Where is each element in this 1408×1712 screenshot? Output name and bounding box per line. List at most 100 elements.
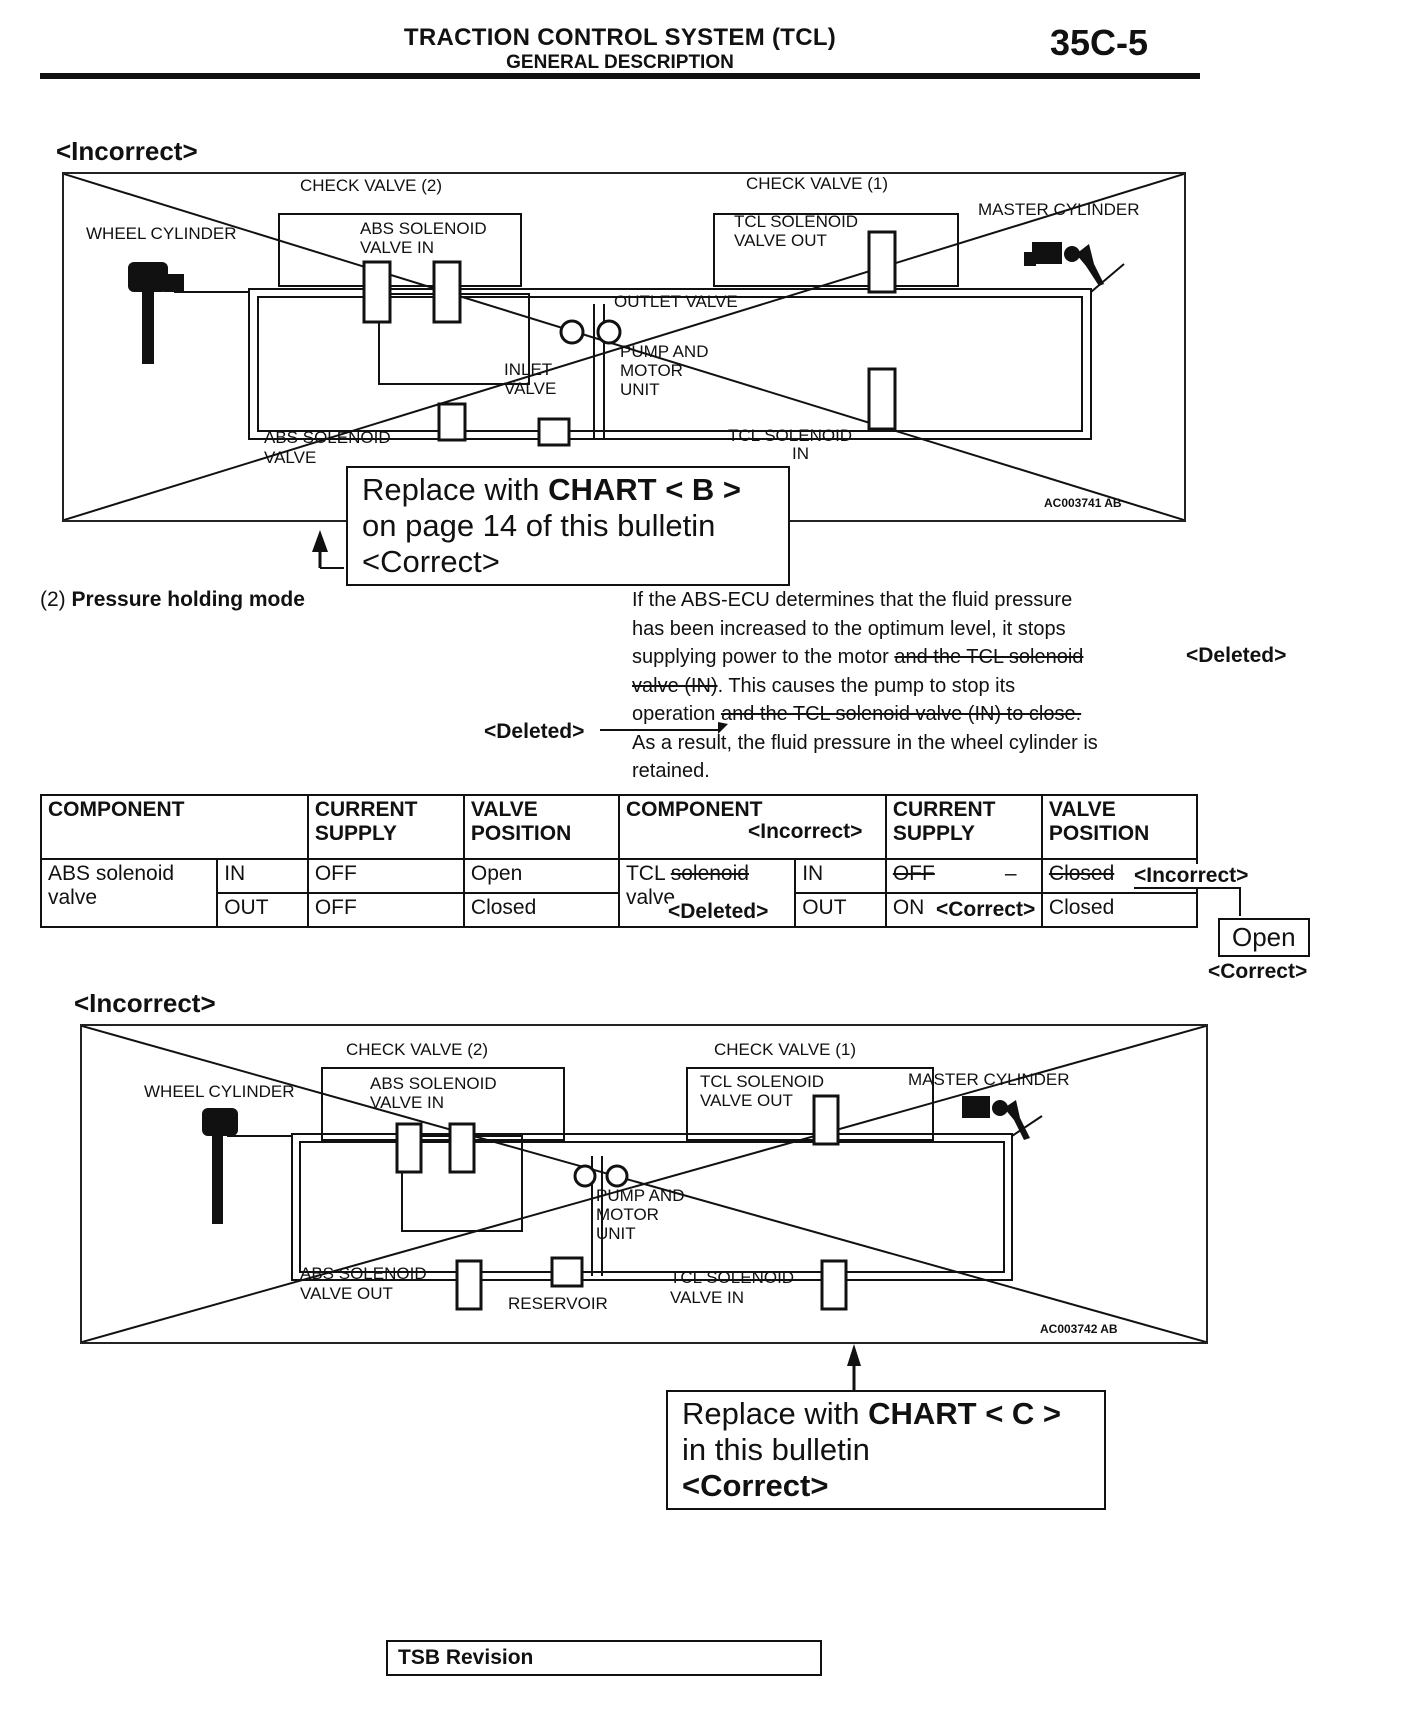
note-deleted: <Deleted> (668, 900, 769, 924)
label2-tcl-solenoid-out-1: TCL SOLENOID (700, 1072, 825, 1091)
note-incorrect-closed: <Incorrect> (1134, 864, 1249, 888)
hydraulic-diagram-1: CHECK VALVE (2) CHECK VALVE (1) WHEEL CY… (62, 172, 1186, 522)
hydraulic-diagram-2: CHECK VALVE (2) CHECK VALVE (1) WHEEL CY… (80, 1024, 1208, 1344)
para-line-5a: operation (632, 703, 721, 725)
label2-master-cylinder: MASTER CYLINDER (908, 1070, 1070, 1089)
label2-check-valve-1: CHECK VALVE (1) (714, 1040, 857, 1059)
callout-c-line2: in this bulletin (682, 1432, 870, 1467)
label2-abs-out-2: VALVE OUT (300, 1284, 393, 1303)
callout-c-prefix: Replace with (682, 1396, 869, 1431)
label2-pump-1: PUMP AND (596, 1186, 685, 1205)
label2-tcl-in-1: TCL SOLENOID (670, 1268, 795, 1287)
label-check-valve-1: CHECK VALVE (1) (746, 174, 889, 193)
callout-b-chart: CHART < B > (548, 472, 742, 507)
para-line-2: has been increased to the optimum level,… (632, 617, 1066, 640)
diagram-code-2: AC003742 AB (1040, 1322, 1118, 1336)
label2-pump-2: MOTOR (596, 1205, 659, 1224)
label-tcl-solenoid-out-2: VALVE OUT (734, 231, 827, 250)
abs-out-supply: OFF (306, 892, 465, 928)
label2-abs-solenoid-in-2: VALVE IN (370, 1093, 445, 1112)
label-abs-out-2: VALVE (264, 448, 317, 467)
page-number: 35C-5 (1050, 22, 1149, 63)
tcl-in-label: IN (794, 858, 887, 894)
label2-abs-solenoid-in-1: ABS SOLENOID (370, 1074, 497, 1093)
label-pump-2: MOTOR (620, 361, 683, 380)
note-incorrect-component: <Incorrect> (748, 820, 863, 844)
header-component-left: COMPONENT (40, 794, 309, 860)
tcl-in-supply: OFF– (884, 858, 1043, 894)
para-line-3a: supplying power to the motor (632, 646, 895, 668)
label-pump-3: UNIT (620, 380, 660, 399)
label-pump-1: PUMP AND (620, 342, 709, 361)
open-box-connector (1134, 887, 1241, 916)
deleted-note-2-arrow (600, 722, 728, 734)
open-correction-box: Open (1218, 918, 1310, 957)
label2-reservoir: RESERVOIR (508, 1294, 608, 1313)
label-tcl-in-2: IN (792, 444, 809, 463)
label2-tcl-in-2: VALVE IN (670, 1288, 745, 1307)
header-rule (40, 73, 1200, 79)
page-subtitle: GENERAL DESCRIPTION (506, 52, 734, 73)
para-line-7: retained. (632, 760, 710, 782)
label2-abs-out-1: ABS SOLENOID (300, 1264, 427, 1283)
tcl-out-position: Closed (1040, 892, 1199, 928)
callout-c-arrow (847, 1344, 861, 1390)
label-abs-solenoid-in-1: ABS SOLENOID (360, 219, 487, 238)
heading-text: Pressure holding mode (71, 588, 305, 611)
label2-check-valve-2: CHECK VALVE (2) (346, 1040, 489, 1059)
label-check-valve-2: CHECK VALVE (2) (300, 176, 443, 195)
replace-callout-c: Replace with CHART < C > in this bulleti… (666, 1390, 1106, 1510)
callout-b-arrow (312, 530, 344, 569)
label-tcl-in-1: TCL SOLENOID (728, 426, 853, 445)
callout-b-line3: <Correct> (362, 544, 500, 579)
label-inlet-2: VALVE (504, 379, 557, 398)
label-inlet-1: INLET (504, 360, 553, 379)
label-abs-solenoid-in-2: VALVE IN (360, 238, 435, 257)
note-open-correct: <Correct> (1208, 960, 1308, 983)
label-master-cylinder: MASTER CYLINDER (978, 200, 1140, 219)
section-heading: (2) Pressure holding mode (40, 588, 305, 612)
incorrect-label-1: <Incorrect> (56, 136, 198, 166)
para-line-5-strike: and the TCL solenoid valve (IN) to close… (720, 703, 1082, 725)
abs-out-label: OUT (216, 892, 309, 928)
tcl-name-strike: solenoid (670, 862, 749, 885)
callout-c-chart: CHART < C > (868, 1396, 1062, 1431)
deleted-note-2: <Deleted> (484, 720, 585, 743)
para-line-3-strike: and the TCL solenoid (894, 646, 1084, 668)
diagram-2-drawing (82, 1026, 1206, 1342)
para-line-6: As a result, the fluid pressure in the w… (632, 731, 1098, 754)
tcl-in-supply-new: – (1004, 862, 1017, 885)
replace-callout-b: Replace with CHART < B > on page 14 of t… (346, 466, 790, 586)
label-wheel-cylinder: WHEEL CYLINDER (86, 224, 237, 243)
label2-wheel-cylinder: WHEEL CYLINDER (144, 1082, 295, 1101)
para-line-4-strike: valve (IN) (632, 674, 718, 697)
para-line-4b: . This causes the pump to stop its (717, 674, 1016, 697)
para-line-1: If the ABS-ECU determines that the fluid… (632, 589, 1073, 611)
tcl-out-label: OUT (794, 892, 887, 928)
diagram-code-1: AC003741 AB (1044, 496, 1122, 510)
abs-in-supply: OFF (306, 858, 465, 894)
label-abs-out-1: ABS SOLENOID (264, 428, 391, 447)
diagram-1-drawing (64, 174, 1184, 520)
label-outlet-valve: OUTLET VALVE (614, 292, 738, 311)
deleted-note-1: <Deleted> (1186, 644, 1287, 667)
pressure-holding-paragraph: If the ABS-ECU determines that the fluid… (632, 586, 1232, 786)
tsb-revision-box: TSB Revision (386, 1640, 822, 1676)
callout-c-line3: <Correct> (682, 1468, 829, 1503)
label2-tcl-solenoid-out-2: VALVE OUT (700, 1091, 793, 1110)
page-title: TRACTION CONTROL SYSTEM (TCL) (403, 24, 837, 51)
label-tcl-solenoid-out-1: TCL SOLENOID (734, 212, 859, 231)
abs-out-position: Closed (462, 892, 620, 928)
abs-in-label: IN (216, 858, 309, 894)
note-correct-on: <Correct> (936, 898, 1036, 922)
callout-b-prefix: Replace with (362, 472, 549, 507)
label2-pump-3: UNIT (596, 1224, 636, 1243)
heading-number: (2) (40, 588, 66, 611)
